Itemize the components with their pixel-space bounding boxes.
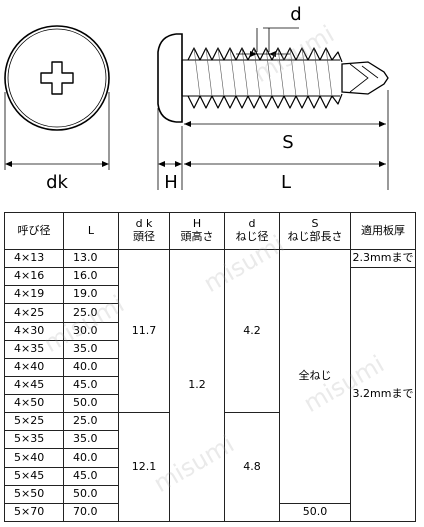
header-size: 呼び径 xyxy=(4,212,64,250)
table-row: 5×25 25.0 12.1 4.8 xyxy=(4,412,416,522)
cell-length: 30.0 xyxy=(63,321,119,341)
cell-d-5: 4.8 xyxy=(224,412,280,522)
cell-length: 40.0 xyxy=(63,357,119,377)
cell-size: 4×25 xyxy=(4,303,64,323)
cell-size: 5×35 xyxy=(4,430,64,450)
cell-length: 50.0 xyxy=(63,484,119,504)
cell-size: 5×25 xyxy=(4,412,64,432)
header-length: L xyxy=(63,212,119,250)
cell-size: 5×50 xyxy=(4,484,64,504)
screw-side-view xyxy=(157,33,389,123)
cell-length: 35.0 xyxy=(63,430,119,450)
cell-size: 4×35 xyxy=(4,339,64,359)
table-row: 4×16 16.0 3.2mmまで xyxy=(4,267,416,522)
cell-length: 25.0 xyxy=(63,303,119,323)
label-L: L xyxy=(281,172,291,193)
table-row: 4×13 13.0 11.7 1.2 4.2 全ねじ 2.3mmまで xyxy=(4,248,416,522)
label-d: d xyxy=(290,4,301,25)
cell-length: 45.0 xyxy=(63,375,119,396)
cell-length: 25.0 xyxy=(63,412,119,432)
cell-length: 45.0 xyxy=(63,466,119,486)
cell-length: 16.0 xyxy=(63,267,119,287)
header-plate-thickness: 適用板厚 xyxy=(350,212,416,250)
cell-plate-first: 2.3mmまで xyxy=(350,248,416,269)
cell-H: 1.2 xyxy=(169,249,225,522)
cell-size: 4×40 xyxy=(4,357,64,377)
cell-size: 5×70 xyxy=(4,502,64,523)
table-row: 5×70 70.0 50.0 xyxy=(4,502,416,523)
cell-size: 5×45 xyxy=(4,466,64,486)
cell-size: 4×45 xyxy=(4,375,64,396)
cell-size: 5×40 xyxy=(4,448,64,468)
cell-S-last: 50.0 xyxy=(279,502,351,523)
label-dk: dk xyxy=(46,172,68,193)
cell-length: 50.0 xyxy=(63,393,119,414)
cell-length: 35.0 xyxy=(63,339,119,359)
cell-size: 4×13 xyxy=(4,248,64,269)
cell-d-4: 4.2 xyxy=(224,248,280,414)
cell-length: 40.0 xyxy=(63,448,119,468)
cell-plate-rest: 3.2mmまで xyxy=(350,267,416,522)
cell-size: 4×19 xyxy=(4,285,64,305)
screw-technical-drawing: d S dk H L xyxy=(4,4,389,193)
cell-length: 13.0 xyxy=(63,248,119,269)
cell-dk-4: 11.7 xyxy=(118,248,170,414)
cell-dk-5: 12.1 xyxy=(118,412,170,522)
cell-size: 4×16 xyxy=(4,267,64,287)
cell-size: 4×50 xyxy=(4,393,64,414)
cell-length: 70.0 xyxy=(63,502,119,523)
cell-size: 4×30 xyxy=(4,321,64,341)
phillips-recess xyxy=(40,61,74,95)
head-top-view xyxy=(4,25,110,131)
label-S: S xyxy=(282,132,293,153)
cell-length: 19.0 xyxy=(63,285,119,305)
cell-S-full: 全ねじ xyxy=(279,249,351,504)
label-H: H xyxy=(164,172,178,193)
